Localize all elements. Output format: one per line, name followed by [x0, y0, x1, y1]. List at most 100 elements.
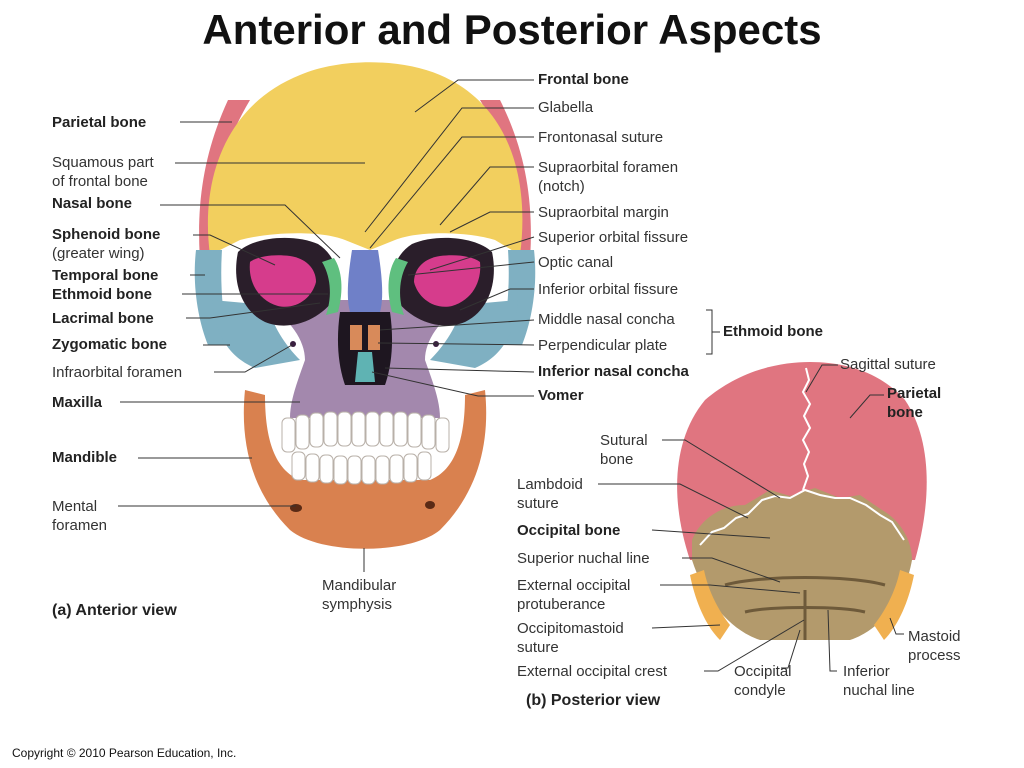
label-temporal-bone: Temporal bone	[52, 267, 159, 284]
lower-tooth	[375, 455, 390, 485]
label-sutural-bone-line2: bone	[600, 451, 634, 468]
label-sutural-bone: Sutural	[600, 432, 648, 449]
posterior-lambdoid-suture	[699, 488, 905, 546]
lower-tooth	[347, 455, 362, 485]
posterior-occipital-bone	[692, 488, 912, 640]
label-glabella: Glabella	[538, 99, 594, 116]
label-perpendicular-plate: Perpendicular plate	[538, 337, 668, 354]
lower-tooth	[333, 455, 348, 485]
lower-tooth	[361, 455, 376, 485]
label-nasal-bone: Nasal bone	[52, 195, 133, 212]
leader-ext-occ-protuberance	[660, 584, 801, 594]
copyright-notice: Copyright © 2010 Pearson Education, Inc.	[12, 746, 237, 760]
anterior-vomer	[355, 352, 375, 382]
lower-tooth	[403, 453, 418, 483]
label-lacrimal-bone: Lacrimal bone	[52, 310, 154, 327]
label-occipital-condyle-line2: condyle	[734, 682, 786, 699]
leader-inferior-orbital-fissure	[459, 288, 534, 311]
leader-frontonasal	[369, 136, 534, 249]
label-infraorbital-foramen: Infraorbital foramen	[52, 364, 183, 381]
label-parietal-bone: Parietal bone	[52, 114, 147, 131]
anterior-teeth	[281, 411, 450, 485]
leader-occipitomastoid	[651, 624, 721, 629]
leader-perpendicular-plate	[377, 342, 535, 346]
upper-tooth	[365, 411, 380, 447]
anterior-sphenoid-right	[414, 255, 481, 307]
label-superior-orbital-fissure: Superior orbital fissure	[538, 229, 689, 246]
label-mental-foramen-line2: foramen	[52, 517, 108, 534]
leader-occipital-condyle	[781, 629, 801, 669]
label-mandible: Mandible	[52, 449, 118, 466]
leader-parietal-posterior	[849, 394, 884, 419]
caption-anterior-view: (a) Anterior view	[52, 602, 177, 619]
leader-occipital-bone	[651, 529, 771, 539]
label-external-occipital-crest: External occipital crest	[517, 663, 668, 680]
anterior-frontal-bone	[207, 62, 523, 255]
leader-inferior-concha	[384, 367, 535, 373]
upper-tooth	[421, 414, 436, 450]
leader-middle-concha	[379, 319, 535, 331]
label-frontonasal-suture: Frontonasal suture	[538, 129, 664, 146]
label-optic-canal: Optic canal	[538, 254, 614, 271]
label-ethmoid-bone-left: Ethmoid bone	[52, 286, 152, 303]
label-occipital-condyle: Occipital	[734, 663, 792, 680]
label-occipitomastoid-suture: Occipitomastoid	[517, 620, 624, 637]
anterior-mental-foramen-left	[290, 504, 302, 512]
anterior-ethmoid-right	[388, 258, 408, 315]
leader-supraorbital-foramen	[439, 166, 534, 226]
posterior-mastoid-right	[874, 570, 914, 640]
label-zygomatic-bone: Zygomatic bone	[52, 336, 168, 353]
leader-lacrimal	[186, 302, 321, 319]
lower-tooth	[291, 451, 306, 481]
label-mastoid-process: Mastoid	[908, 628, 961, 645]
leader-inferior-nuchal	[827, 609, 837, 672]
anterior-skull	[194, 62, 536, 549]
leader-ext-occ-crest	[704, 619, 805, 672]
label-supraorbital-foramen: Supraorbital foramen	[538, 159, 679, 176]
label-superior-nuchal-line: Superior nuchal line	[517, 550, 650, 567]
leader-superior-orbital-fissure	[429, 236, 535, 271]
upper-tooth	[379, 411, 394, 447]
label-parietal-bone-posterior-line2: bone	[887, 404, 923, 421]
label-inferior-nuchal-line: Inferior	[843, 663, 890, 680]
upper-tooth	[337, 411, 352, 447]
anterior-middle-concha	[350, 325, 380, 350]
upper-tooth	[281, 417, 296, 453]
label-inferior-orbital-fissure: Inferior orbital fissure	[538, 281, 679, 298]
lower-tooth	[319, 454, 334, 484]
upper-tooth	[295, 414, 310, 450]
label-mental-foramen: Mental	[52, 498, 98, 515]
anterior-parietal-region	[199, 100, 531, 262]
upper-tooth	[351, 411, 366, 447]
leader-optic-canal	[407, 261, 535, 276]
label-squamous-part: Squamous part	[52, 154, 154, 171]
leader-supraorbital-margin	[449, 211, 534, 233]
label-lambdoid-suture: Lambdoid	[517, 476, 583, 493]
label-inferior-nasal-concha: Inferior nasal concha	[538, 363, 689, 380]
leader-nasal-bone	[160, 204, 341, 259]
anterior-nasal-bone	[347, 250, 383, 312]
label-sphenoid-bone: Sphenoid bone	[52, 226, 161, 243]
label-ethmoid-bone-group: Ethmoid bone	[723, 323, 823, 340]
posterior-skull	[677, 362, 927, 640]
leader-superior-nuchal	[682, 557, 781, 583]
leader-vomer	[371, 371, 534, 397]
posterior-sagittal-suture	[801, 367, 812, 491]
anterior-zygomatic-bone	[212, 300, 518, 368]
label-sagittal-suture: Sagittal suture	[840, 356, 936, 373]
posterior-mastoid-left	[690, 570, 730, 640]
upper-tooth	[407, 412, 422, 448]
label-mandibular-symphysis: Mandibular	[322, 577, 397, 594]
leader-frontal	[414, 79, 534, 113]
lower-tooth	[305, 453, 320, 483]
label-inferior-nuchal-line-line2: nuchal line	[843, 682, 915, 699]
label-parietal-bone-posterior: Parietal	[887, 385, 942, 402]
label-sphenoid-greater-wing: (greater wing)	[52, 245, 145, 262]
label-lambdoid-suture-line2: suture	[517, 495, 559, 512]
leader-glabella	[364, 107, 534, 233]
label-frontal-bone: Frontal bone	[538, 71, 629, 88]
label-external-occipital-protuberance-line2: protuberance	[517, 596, 606, 613]
label-supraorbital-margin: Supraorbital margin	[538, 204, 669, 221]
posterior-superior-nuchal-line	[724, 576, 886, 587]
